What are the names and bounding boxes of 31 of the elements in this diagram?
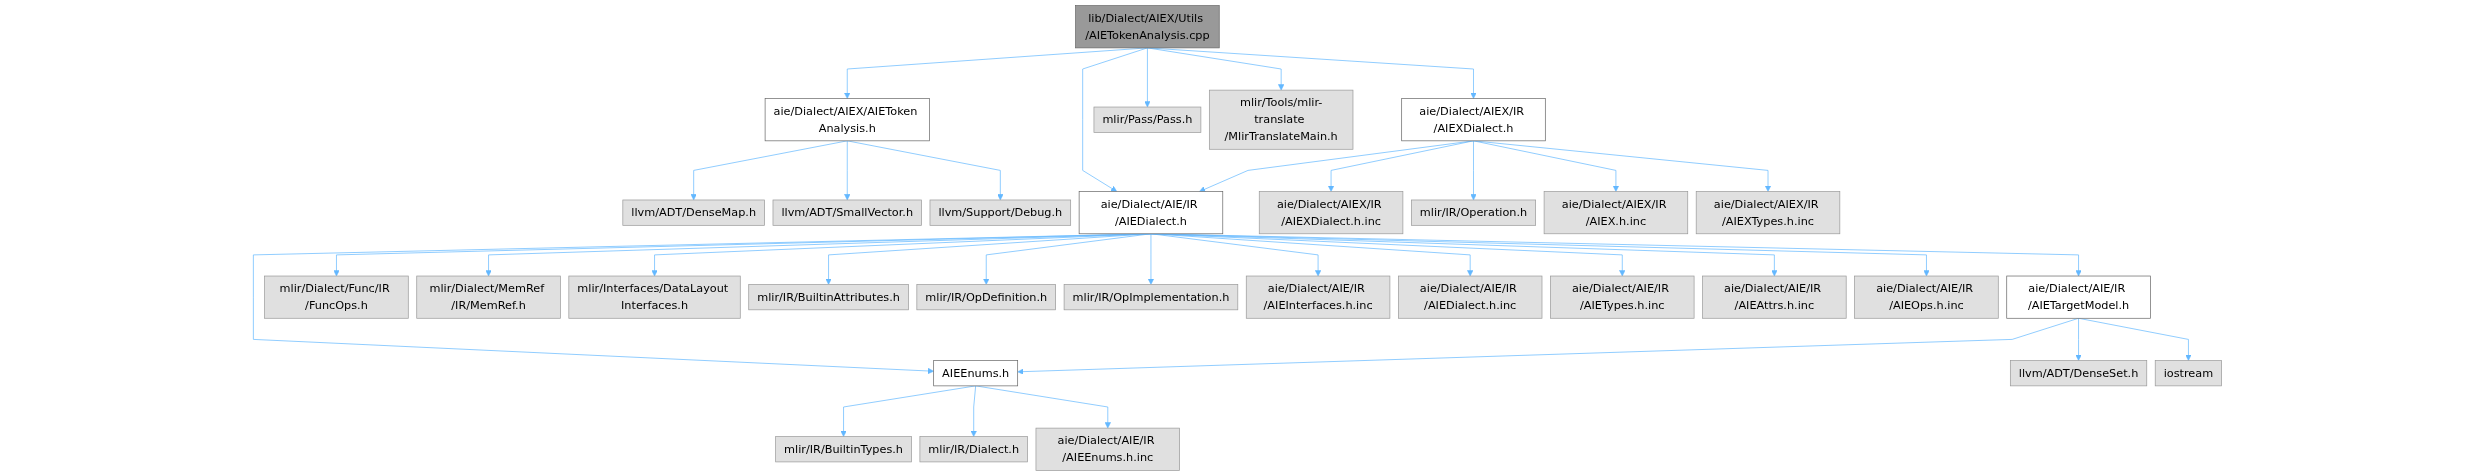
node-box: aie/Dialect/AIE/IR /AIEDialect.h [1078,191,1224,235]
node-box: llvm/Support/Debug.h [929,199,1072,226]
node-box: AIEEnums.h [933,360,1019,387]
node-box: mlir/Pass/Pass.h [1093,106,1202,133]
node-box: aie/Dialect/AIEX/IR /AIEXTypes.h.inc [1695,191,1841,235]
node-box: aie/Dialect/AIE/IR /AIETargetModel.h [2006,275,2151,319]
node-box: aie/Dialect/AIE/IR /AIEAttrs.h.inc [1702,275,1847,319]
node-box: mlir/IR/OpDefinition.h [916,284,1056,311]
node-box: aie/Dialect/AIEX/IR /AIEXDialect.h.inc [1258,191,1404,235]
node-box: aie/Dialect/AIE/IR /AIEOps.h.inc [1854,275,1999,319]
node-box: aie/Dialect/AIEX/AIEToken Analysis.h [764,98,930,142]
node-box: aie/Dialect/AIEX/IR /AIEXDialect.h [1401,98,1546,142]
node-box: mlir/IR/BuiltinAttributes.h [748,284,909,311]
node-box: aie/Dialect/AIE/IR /AIEEnums.h.inc [1035,427,1180,471]
node-box: mlir/IR/Operation.h [1411,199,1536,226]
node-box: lib/Dialect/AIEX/Utils /AIETokenAnalysis.cpp [1075,5,1220,49]
node-box: mlir/Dialect/MemRef /IR/MemRef.h [416,275,561,319]
node-box: mlir/Interfaces/DataLayout Interfaces.h [568,275,741,319]
node-box: iostream [2154,360,2222,387]
node-box: llvm/ADT/DenseMap.h [622,199,765,226]
node-box: aie/Dialect/AIE/IR /AIEDialect.h.inc [1398,275,1543,319]
node-box: mlir/Dialect/Func/IR /FuncOps.h [264,275,409,319]
node-box: mlir/IR/Dialect.h [919,436,1028,463]
node-box: aie/Dialect/AIE/IR /AIEInterfaces.h.inc [1245,275,1391,319]
node-box: mlir/IR/BuiltinTypes.h [775,436,912,463]
node-box: aie/Dialect/AIEX/IR /AIEX.h.inc [1543,191,1689,235]
node-box: mlir/Tools/mlir-translate /MlirTranslateMain.h [1209,89,1354,150]
node-box: aie/Dialect/AIE/IR /AIETypes.h.inc [1550,275,1695,319]
node-box: llvm/ADT/DenseSet.h [2010,360,2148,387]
node-box: mlir/IR/OpImplementation.h [1063,284,1239,311]
node-box: llvm/ADT/SmallVector.h [772,199,922,226]
